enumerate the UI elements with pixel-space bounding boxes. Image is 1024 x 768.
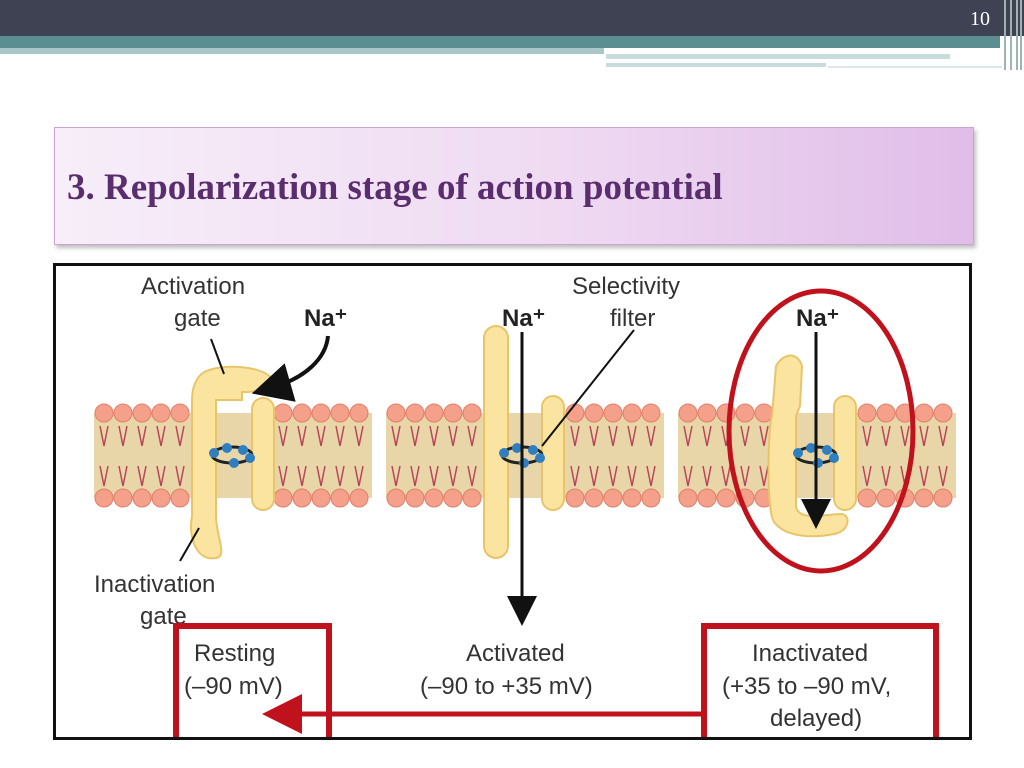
- activation-gate-pointer: [210, 338, 225, 375]
- state-name-activated: Activated: [466, 640, 565, 667]
- na-ion-label-inactivated: Na⁺: [796, 305, 839, 332]
- selectivity-filter-resting: [209, 443, 255, 468]
- title-box: 3. Repolarization stage of action potent…: [54, 127, 974, 245]
- state-name-resting: Resting: [194, 640, 275, 667]
- state-voltage-resting: (–90 mV): [184, 673, 283, 700]
- header-accent-band-light: [0, 48, 604, 54]
- resting-highlight-box: [173, 623, 332, 737]
- activation-gate-label-line2: gate: [174, 305, 221, 332]
- sodium-channel-figure: Activation gate Na⁺ Na⁺ Selectivity filt…: [53, 263, 972, 740]
- inactivation-highlight-ellipse: [726, 288, 916, 574]
- activation-gate-label-line1: Activation: [141, 273, 245, 300]
- selectivity-filter-label-line1: Selectivity: [572, 273, 680, 300]
- slide-title: 3. Repolarization stage of action potent…: [67, 167, 723, 208]
- selectivity-filter-pointer: [541, 329, 635, 447]
- header-decor-line: [828, 66, 1002, 68]
- na-ion-label-resting: Na⁺: [304, 305, 347, 332]
- state-voltage-activated: (–90 to +35 mV): [420, 673, 593, 700]
- state-voltage-inactivated: (+35 to –90 mV,: [722, 673, 891, 700]
- state-extra-inactivated: delayed): [770, 705, 862, 732]
- membrane-resting: [94, 403, 372, 508]
- header-decor-bars: [1000, 0, 1024, 70]
- header-decor-line: [606, 63, 826, 67]
- membrane-activated: [386, 403, 664, 508]
- inactivation-gate-pointer: [179, 527, 200, 562]
- na-ion-label-activated: Na⁺: [502, 305, 545, 332]
- header-accent-band: [0, 36, 1000, 48]
- inactivated-highlight-box: [701, 623, 939, 737]
- page-number: 10: [970, 8, 990, 30]
- sodium-channel-diagram: Activation gate Na⁺ Na⁺ Selectivity filt…: [94, 273, 956, 737]
- na-entry-arrow-resting: [251, 335, 330, 402]
- state-name-inactivated: Inactivated: [752, 640, 868, 667]
- channel-inactivated: [767, 354, 857, 538]
- header-decor-line: [606, 54, 950, 59]
- selectivity-filter-label-line2: filter: [610, 305, 655, 332]
- channel-resting: [190, 365, 275, 560]
- header-bar: [0, 0, 1024, 36]
- inactivation-gate-label-line1: Inactivation: [94, 571, 215, 598]
